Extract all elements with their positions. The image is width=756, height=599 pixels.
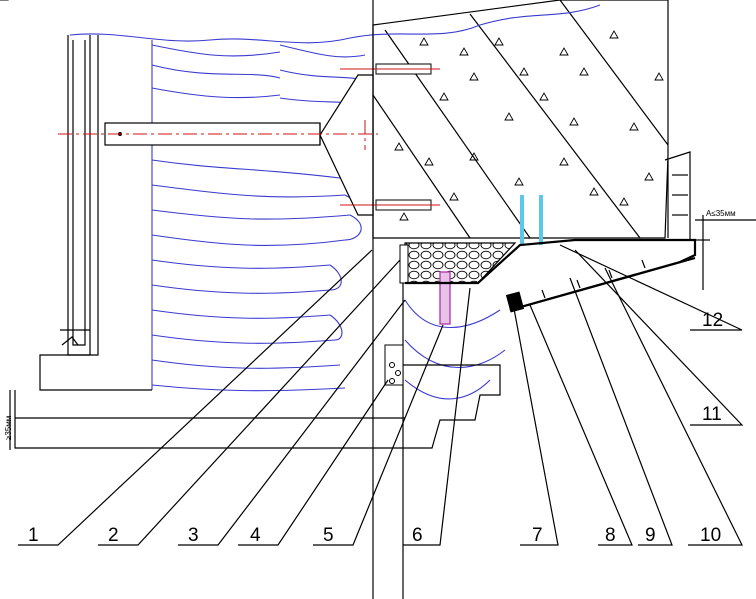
leader-lines — [18, 244, 744, 546]
window-frame-profile — [39, 35, 152, 391]
support-bracket — [58, 63, 440, 216]
callout-7: 7 — [532, 525, 543, 546]
height-dimension-label: ≥35мм — [4, 416, 13, 440]
callout-1: 1 — [28, 525, 39, 546]
callout-11: 11 — [702, 404, 722, 425]
callout-8: 8 — [605, 525, 616, 546]
foam-seal — [399, 242, 517, 284]
lower-slab — [14, 344, 501, 449]
callout-12: 12 — [702, 310, 723, 331]
outer-sill-flashing — [405, 151, 697, 313]
callout-9: 9 — [645, 525, 656, 546]
callout-5: 5 — [323, 525, 334, 546]
callout-2: 2 — [108, 525, 119, 546]
drainage-tubes — [520, 195, 543, 245]
callout-4: 4 — [250, 525, 261, 546]
anchor-dowel — [439, 271, 451, 325]
gap-dimension-label: A≤35мм — [706, 209, 736, 218]
callout-6: 6 — [412, 525, 423, 546]
callout-labels: 1 2 3 4 5 6 7 8 9 10 11 12 — [28, 310, 723, 546]
dimension-marks: A≤35мм ≥35мм — [4, 209, 756, 450]
callout-3: 3 — [188, 525, 199, 546]
callout-10: 10 — [700, 525, 721, 546]
